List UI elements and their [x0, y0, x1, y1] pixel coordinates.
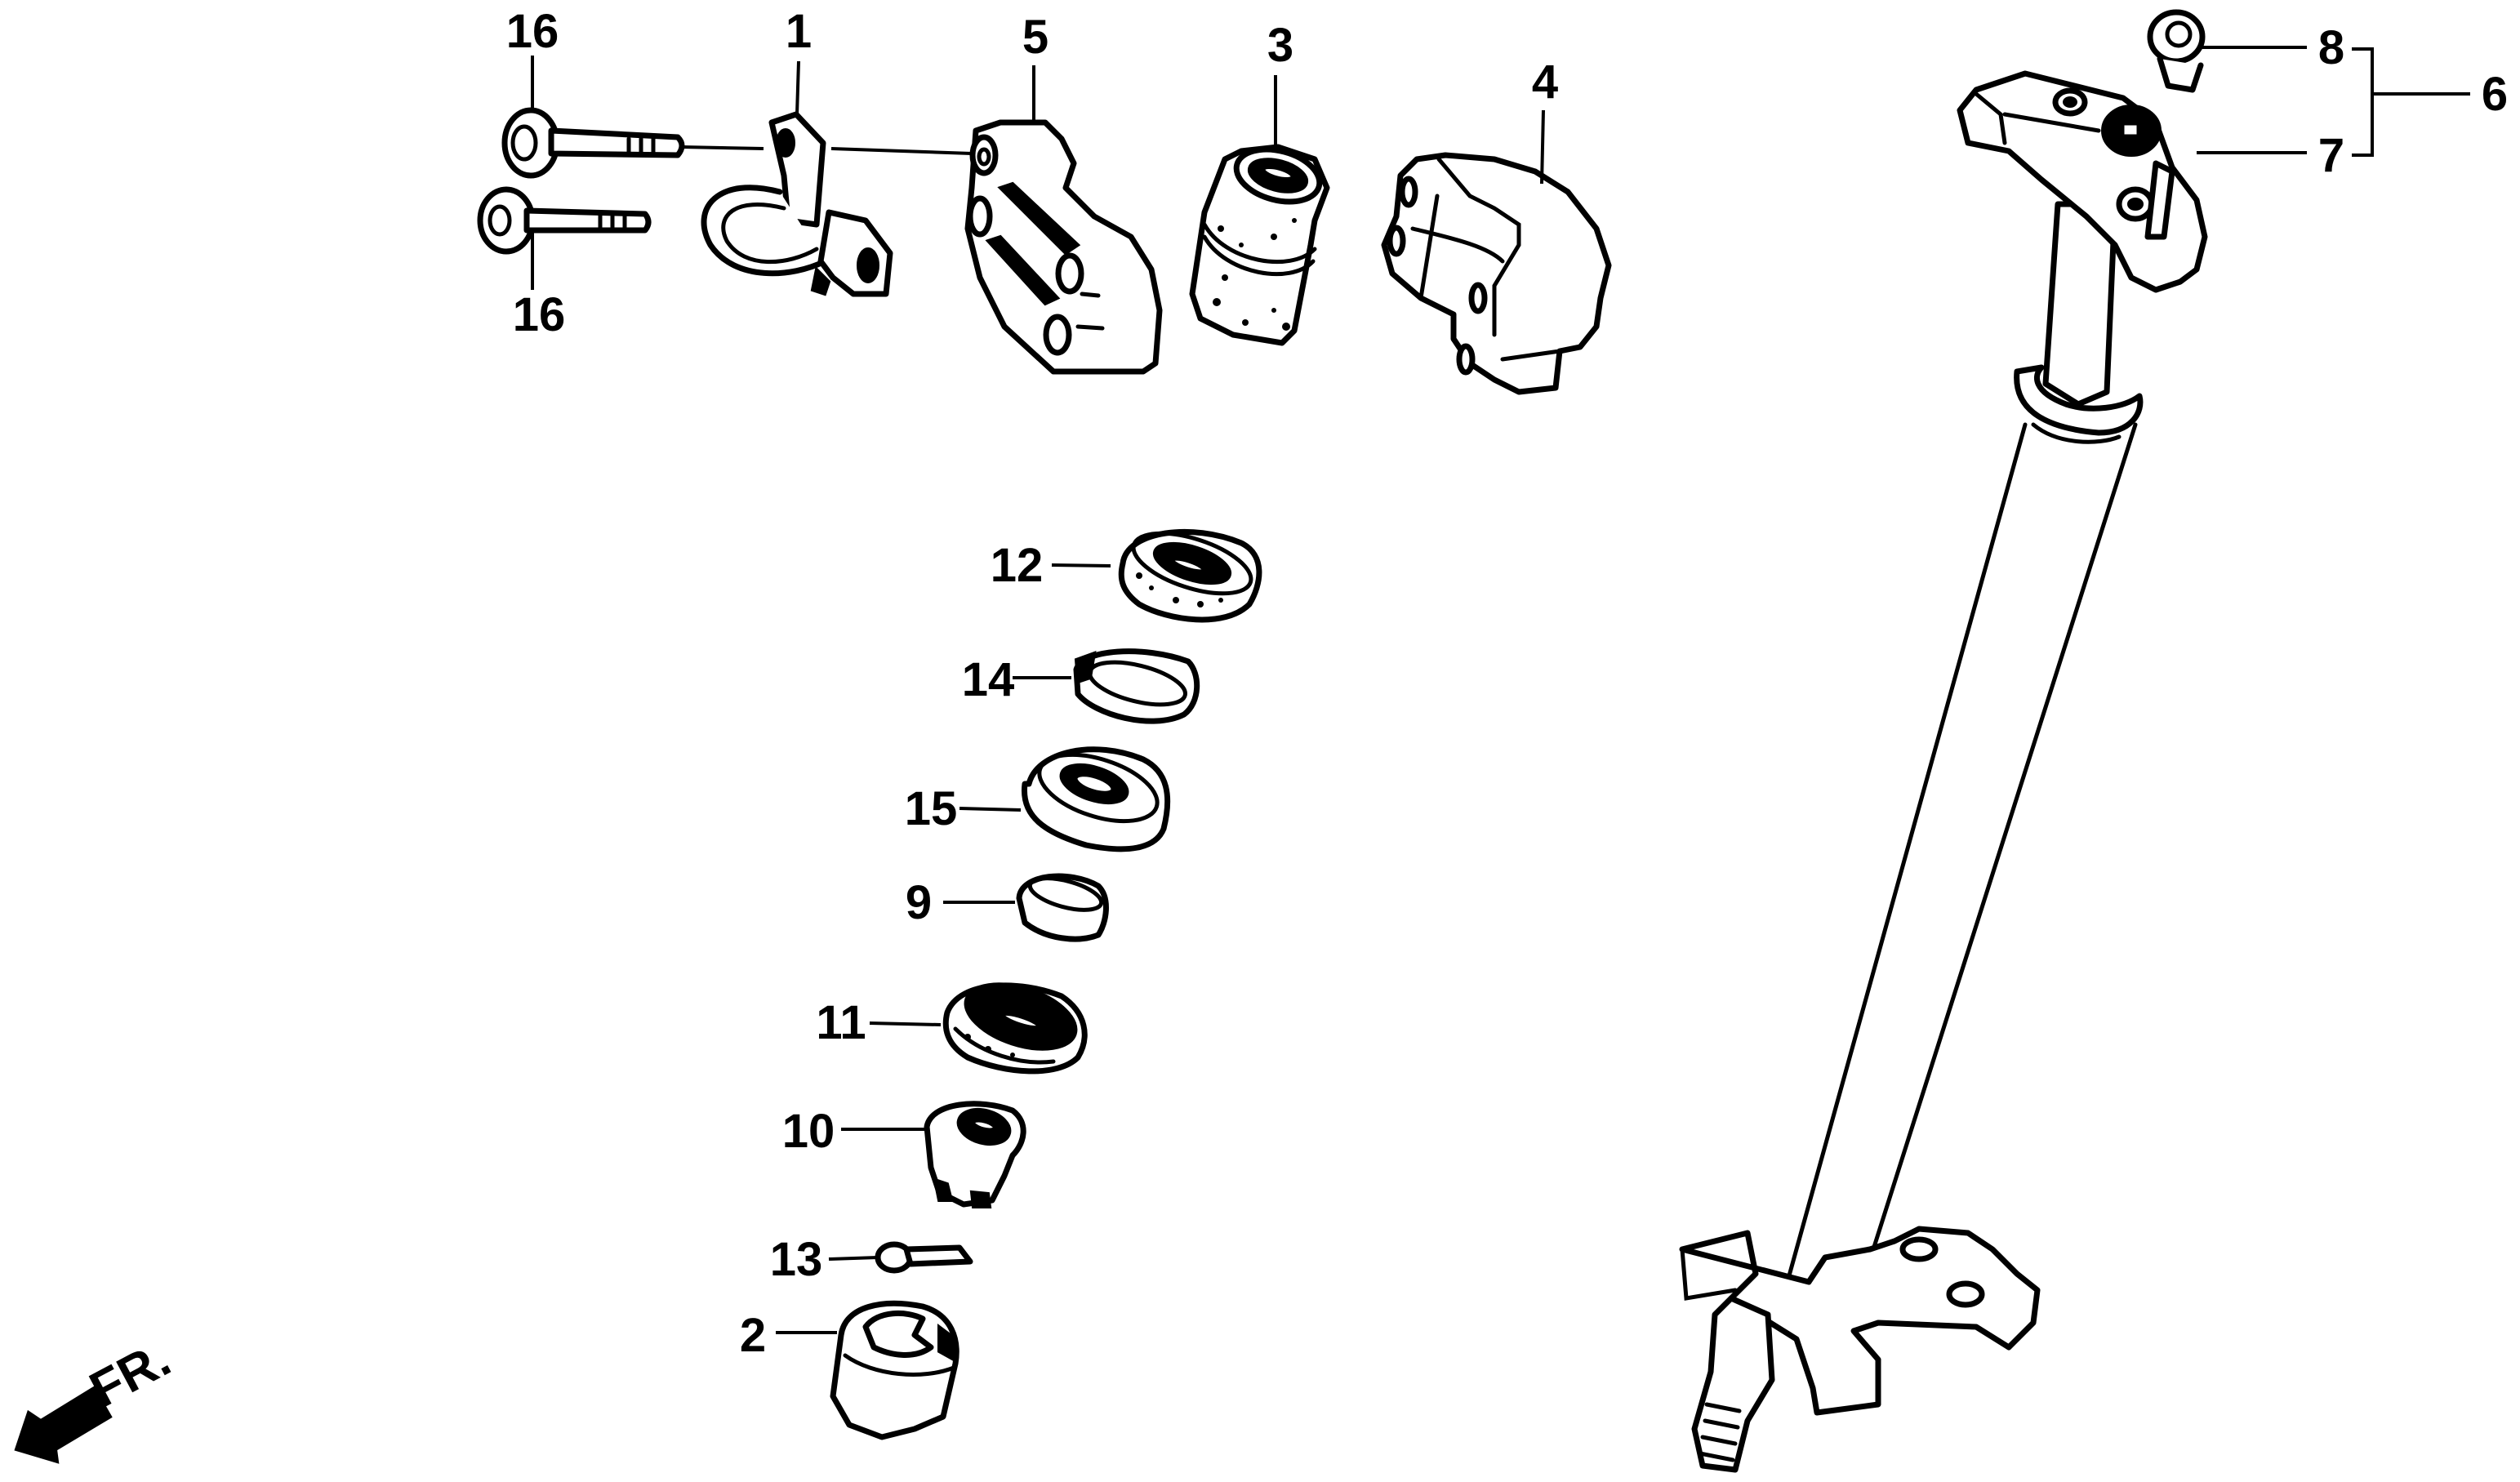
holder-part[interactable]	[1381, 152, 1612, 395]
nut-castle-part[interactable]	[924, 1101, 1026, 1208]
steering-shaft-part[interactable]	[1679, 9, 2208, 1473]
callout-label: 15	[905, 782, 958, 835]
assembly-bracket	[2352, 47, 2470, 157]
leader-bearing-lower	[869, 1021, 942, 1026]
callout-label: 12	[991, 539, 1044, 592]
front-arrow-icon	[14, 1386, 113, 1464]
assembly-axis-line	[830, 147, 973, 155]
leader-clamp	[795, 60, 800, 115]
leader-cotter-pin	[828, 1256, 879, 1261]
callout-label: 6	[2482, 68, 2508, 121]
bearing-mid-part[interactable]	[1021, 742, 1171, 852]
seal-ring-part[interactable]	[1073, 648, 1200, 724]
bolt-lower-part[interactable]	[477, 186, 652, 255]
bolt-upper-part[interactable]	[501, 107, 685, 179]
callout-label: 14	[962, 653, 1015, 706]
callout-label: 13	[770, 1233, 823, 1286]
callout-label: 10	[782, 1105, 835, 1158]
bearing-lower-part[interactable]	[942, 972, 1088, 1075]
bushing-part[interactable]	[1189, 141, 1330, 346]
callout-label: 2	[740, 1309, 766, 1362]
assembly-axis-line	[681, 145, 764, 150]
holder-cap-part[interactable]	[964, 119, 1163, 375]
bearing-upper-part[interactable]	[1118, 521, 1262, 623]
callout-label: 7	[2318, 129, 2344, 182]
clamp-part[interactable]	[701, 111, 893, 297]
callout-label: 1	[786, 5, 812, 58]
callout-label: 5	[1022, 11, 1049, 64]
callout-label: 3	[1267, 19, 1293, 72]
callout-label: 11	[816, 996, 866, 1049]
callout-label: 8	[2318, 21, 2344, 74]
leader-bearing-mid	[959, 807, 1022, 812]
callout-label: 16	[513, 288, 566, 341]
callout-label: 4	[1532, 56, 1558, 109]
cap-part[interactable]	[830, 1300, 959, 1440]
front-direction-indicator: FR.	[14, 1331, 180, 1464]
callout-label: 9	[906, 876, 932, 929]
leader-holder	[1540, 109, 1545, 185]
leader-bearing-upper	[1051, 563, 1111, 567]
collar-part[interactable]	[1016, 872, 1109, 942]
callout-label: 16	[506, 5, 559, 58]
cotter-pin-part[interactable]	[875, 1241, 973, 1274]
